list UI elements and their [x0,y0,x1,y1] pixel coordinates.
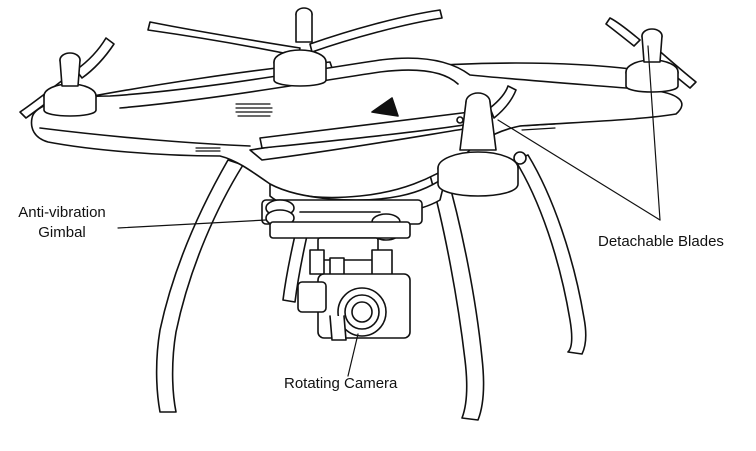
camera-leader-line [347,333,359,377]
blades-label: Detachable Blades [598,233,724,250]
gimbal-label-line2: Gimbal [38,224,86,241]
gimbal-label: Anti-vibration Gimbal [8,203,116,243]
propeller-rear-left [147,7,443,87]
gimbal-label-line1: Anti-vibration [18,204,106,221]
camera [297,273,411,341]
blades-leader-line-2 [647,45,661,221]
propeller-front [259,85,527,197]
vent-grille [195,103,556,152]
propeller-left [19,37,115,119]
gimbal [261,199,423,289]
blades-leader-line-1 [497,119,661,221]
leader-lines [117,45,661,377]
camera-label: Rotating Camera [284,375,398,392]
propeller-right [605,17,697,93]
gimbal-leader-line [117,219,267,229]
